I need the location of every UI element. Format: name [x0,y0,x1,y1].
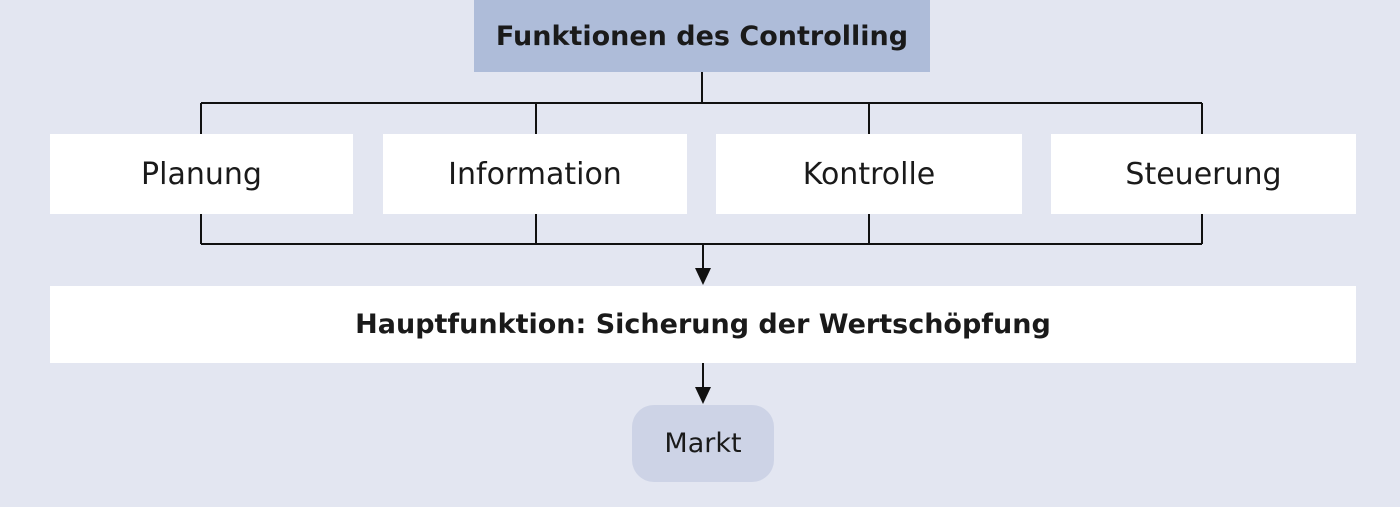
title-label: Funktionen des Controlling [495,20,909,52]
function-box-information: Information [383,134,687,214]
main-function-box: Hauptfunktion: Sicherung der Wertschöpfu… [50,286,1356,363]
function-label-information: Information [448,156,622,192]
market-box: Markt [632,405,774,482]
function-box-planung: Planung [50,134,353,214]
title-box: Funktionen des Controlling [474,0,930,72]
function-box-kontrolle: Kontrolle [716,134,1022,214]
arrowhead-market [695,387,711,404]
arrowhead-main-function [695,268,711,285]
function-label-planung: Planung [141,156,262,192]
function-label-steuerung: Steuerung [1125,156,1282,192]
function-label-kontrolle: Kontrolle [802,156,936,192]
function-box-steuerung: Steuerung [1051,134,1356,214]
market-label: Markt [664,428,742,459]
main-function-label: Hauptfunktion: Sicherung der Wertschöpfu… [355,309,1051,340]
